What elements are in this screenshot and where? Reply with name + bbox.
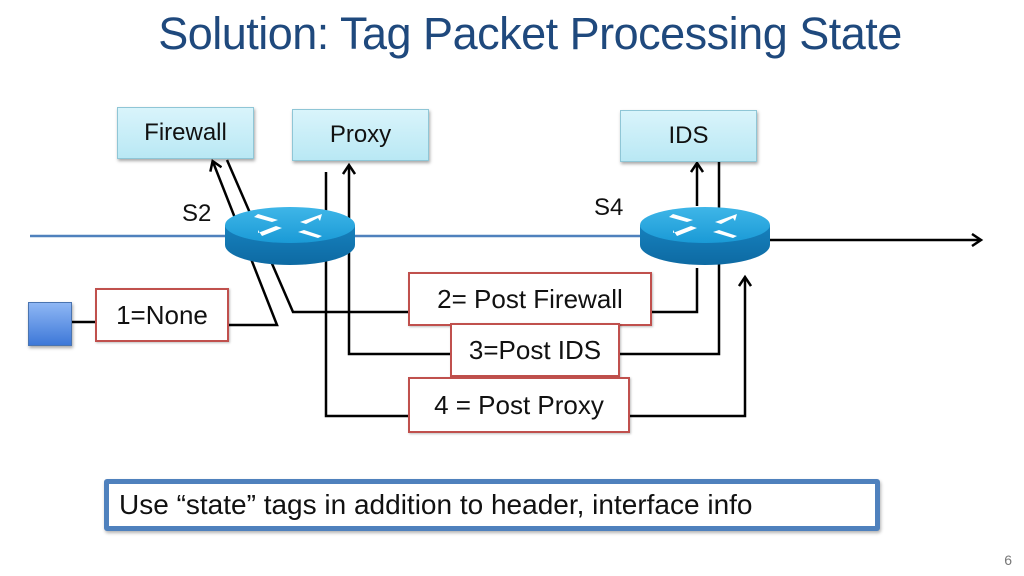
ids-label: IDS: [668, 122, 709, 149]
proxy-label: Proxy: [329, 121, 392, 148]
note-box: Use “state” tags in addition to header, …: [104, 479, 880, 531]
tag-post-firewall: 2= Post Firewall: [408, 272, 652, 326]
switch-s2-label: S2: [182, 200, 212, 227]
slide-title: Solution: Tag Packet Processing State: [158, 8, 902, 59]
ids-box: IDS: [620, 110, 757, 162]
switch-s4-label: S4: [594, 194, 624, 221]
router-s4-icon: [640, 207, 770, 265]
note-text: Use “state” tags in addition to header, …: [119, 489, 753, 520]
tag-post-ids: 3=Post IDS: [450, 323, 620, 377]
host-icon: [28, 302, 72, 346]
firewall-label: Firewall: [144, 119, 227, 146]
tag-none: 1=None: [95, 288, 229, 342]
router-s2-icon: [225, 207, 355, 265]
tag-post-proxy: 4 = Post Proxy: [408, 377, 630, 433]
firewall-box: Firewall: [117, 107, 254, 159]
page-number: 6: [1004, 552, 1012, 568]
proxy-box: Proxy: [292, 109, 429, 161]
